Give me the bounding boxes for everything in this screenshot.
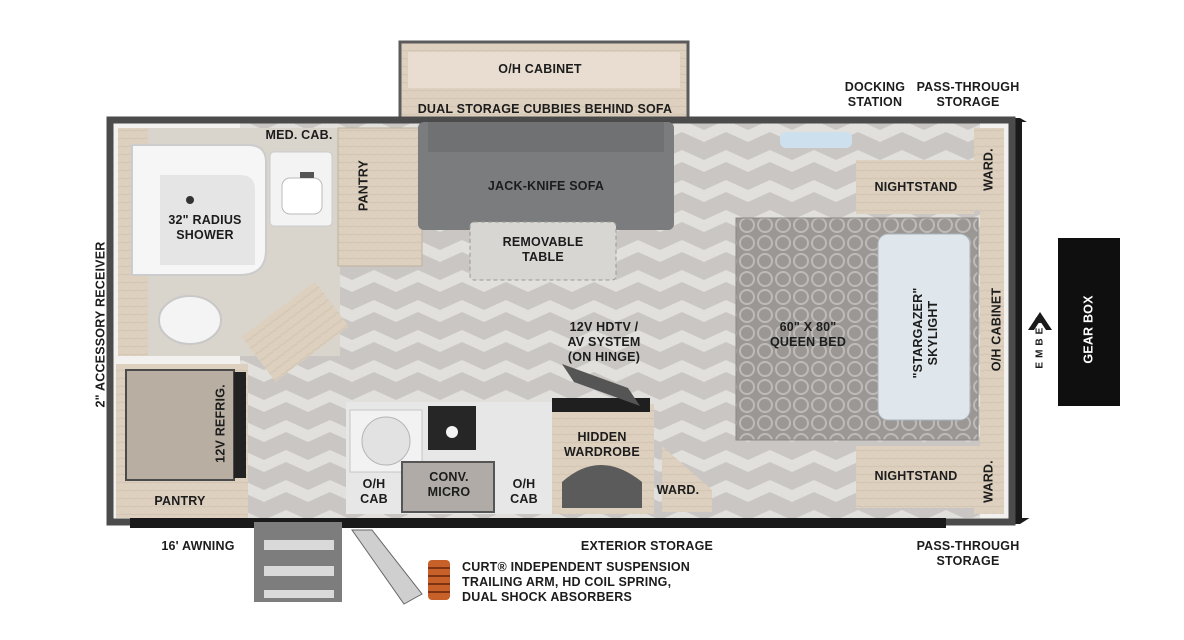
nightstand-bottom-label: NIGHTSTAND <box>874 469 958 483</box>
oh-cabinet-top <box>408 52 680 88</box>
refrigerator <box>125 369 235 481</box>
awning-label: 16' AWNING <box>161 539 235 553</box>
toilet-icon <box>158 295 222 345</box>
nightstand-top-label: NIGHTSTAND <box>874 180 958 194</box>
microwave <box>401 461 495 513</box>
oh-cab-left-label: O/H CAB <box>360 477 388 506</box>
pantry-upper-label: PANTRY <box>356 159 371 212</box>
removable-table-label: REMOVABLE TABLE <box>502 235 584 264</box>
wardrobe-bottom <box>974 446 1004 514</box>
ward-bottom-label: WARD. <box>981 460 996 503</box>
ward-top-label: WARD. <box>981 148 996 191</box>
accessory-receiver-label: 2" ACCESSORY RECEIVER <box>93 241 108 408</box>
pass-through-top-label: PASS-THROUGH STORAGE <box>916 80 1020 109</box>
pass-through-bottom-label: PASS-THROUGH STORAGE <box>916 539 1020 568</box>
ward-lower-label: WARD. <box>656 483 700 497</box>
oh-cabinet-right-label: O/H CABINET <box>989 287 1004 372</box>
refrigerator-label: 12V REFRIG. <box>213 384 228 463</box>
gear-box <box>1058 238 1120 406</box>
hdtv-label: 12V HDTV / AV SYSTEM (ON HINGE) <box>567 320 641 364</box>
window-top <box>780 132 852 148</box>
coil-spring-icon <box>428 560 450 600</box>
oh-cabinet-right <box>980 200 1004 450</box>
nightstand-bottom <box>856 446 974 508</box>
removable-table <box>469 221 617 281</box>
jackknife-sofa-label: JACK-KNIFE SOFA <box>487 179 605 193</box>
hidden-wardrobe-label: HIDDEN WARDROBE <box>564 430 640 459</box>
med-cab-label: MED. CAB. <box>265 128 333 142</box>
skylight-label: "STARGAZER" SKYLIGHT <box>911 287 940 379</box>
nightstand-top <box>856 160 974 214</box>
exterior-storage-label: EXTERIOR STORAGE <box>580 539 714 553</box>
wardrobe-arch <box>562 465 642 508</box>
curbside-frame <box>130 518 946 528</box>
entry-door <box>351 529 423 605</box>
hdtv-hinged <box>562 364 640 406</box>
pantry-lower-label: PANTRY <box>154 494 206 508</box>
ember-brand-label: EMBER <box>1034 312 1046 369</box>
docking-station-label: DOCKING STATION <box>844 80 906 109</box>
conv-micro-label: CONV. MICRO <box>427 470 471 499</box>
ember-logo-icon <box>1028 312 1052 330</box>
shower-label: 32" RADIUS SHOWER <box>168 213 242 242</box>
queen-bed-label: 60" X 80" QUEEN BED <box>769 320 847 349</box>
suspension-label: CURT® INDEPENDENT SUSPENSION TRAILING AR… <box>462 560 691 604</box>
skylight <box>877 233 971 421</box>
gear-box-label: GEAR BOX <box>1081 295 1096 364</box>
dual-storage-label: DUAL STORAGE CUBBIES BEHIND SOFA <box>417 102 673 116</box>
wardrobe-top <box>974 128 1004 210</box>
wardrobe-lower <box>662 446 712 512</box>
oh-cabinet-top-label: O/H CABINET <box>498 62 582 76</box>
upper-pantry <box>337 127 423 267</box>
oh-cab-right-label: O/H CAB <box>510 477 538 506</box>
tv-mount <box>552 398 650 412</box>
